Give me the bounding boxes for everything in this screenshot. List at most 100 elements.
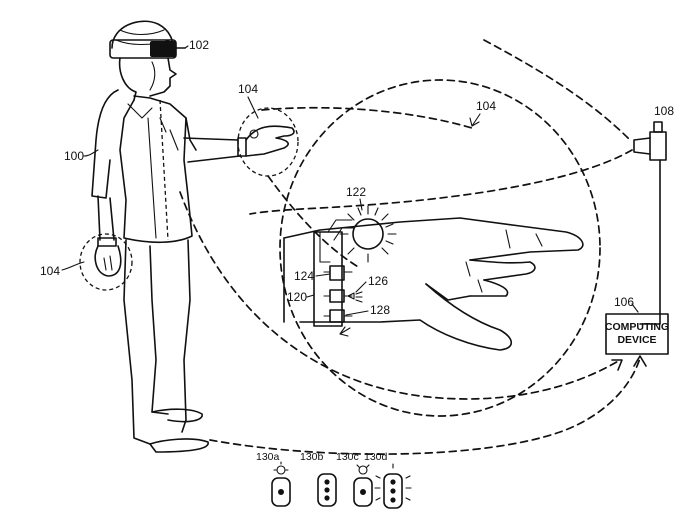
leader-hand-left <box>61 261 85 271</box>
leader-light <box>359 198 363 211</box>
torso-front <box>119 99 193 244</box>
module-124 <box>329 265 345 281</box>
palm-curl <box>425 283 471 301</box>
variant-a-rays <box>273 461 289 471</box>
device-link-arrow <box>633 355 647 367</box>
label-hand-right: 104 <box>238 82 258 96</box>
label-camera: 108 <box>654 104 674 118</box>
back-leg <box>123 239 151 445</box>
variant-c-body <box>353 477 373 507</box>
variant-b-body <box>317 473 337 507</box>
variant-a-body <box>271 477 291 507</box>
camera-view-top <box>483 39 631 141</box>
middle-finger <box>469 259 536 281</box>
hmd-link-arrow <box>611 359 623 371</box>
emitter-rays <box>355 291 363 303</box>
variant-a-dot <box>278 489 284 495</box>
variant-d-dot-2 <box>390 488 396 494</box>
computing-device-line2: DEVICE <box>617 334 656 346</box>
ring-glove <box>249 129 259 139</box>
glove-band <box>313 231 343 327</box>
emitter-126 <box>347 292 355 300</box>
user-figure <box>91 20 295 453</box>
back-arm-sleeve <box>91 89 119 199</box>
variant-b-dot-3 <box>324 495 330 501</box>
front-leg <box>181 239 191 433</box>
hair-back <box>118 57 137 101</box>
label-module-a: 124 <box>294 269 314 283</box>
variant-a-light <box>276 465 286 475</box>
computing-device-line1: COMPUTING <box>605 321 669 333</box>
face-profile <box>149 57 177 97</box>
variant-b-dot-2 <box>324 487 330 493</box>
leader-user <box>83 149 99 157</box>
zoom-connector-top <box>261 106 473 129</box>
ear <box>149 61 156 91</box>
zoom-arrow <box>469 113 481 127</box>
knuckle-lines <box>465 229 543 293</box>
hmd-link <box>179 191 621 400</box>
variant-d-body <box>383 473 403 509</box>
zoom-circle <box>279 79 601 417</box>
back-shoe <box>151 408 203 423</box>
variant-d-dot-3 <box>390 497 396 503</box>
label-module-c: 128 <box>370 303 390 317</box>
variant-c-dot <box>360 489 366 495</box>
leader-glove <box>306 294 315 298</box>
light-rays <box>339 205 397 263</box>
label-zoom: 104 <box>476 99 496 113</box>
inner-leg <box>149 245 169 415</box>
variant-c-rays <box>356 464 370 468</box>
device-link-lower <box>209 357 641 455</box>
camera-cable <box>639 159 661 325</box>
variant-130d <box>374 463 412 509</box>
label-glove: 120 <box>287 290 307 304</box>
leader-module-b <box>355 281 367 293</box>
variant-c-light <box>358 465 368 475</box>
outstretched-arm <box>183 137 241 163</box>
thumb-and-palm <box>299 283 513 351</box>
leader-computing-device <box>631 303 639 313</box>
label-light: 122 <box>346 185 366 199</box>
label-variant-c: 130c <box>336 451 359 463</box>
shirt-placket <box>147 117 157 239</box>
shirt-folds <box>159 117 179 151</box>
label-computing-device: 106 <box>614 295 634 309</box>
label-variant-a: 130a <box>256 451 280 463</box>
label-variant-d: 130d <box>364 451 388 463</box>
leader-hmd <box>184 45 189 49</box>
fingers-left <box>103 255 113 271</box>
collar <box>127 103 153 119</box>
hanging-hand <box>94 245 122 277</box>
hmd-visor <box>150 41 176 57</box>
hand-left-highlight <box>79 233 133 291</box>
label-user: 100 <box>64 149 84 163</box>
shoulder <box>133 95 197 151</box>
index-finger-outline <box>283 217 584 261</box>
hand-right-highlight <box>237 107 299 177</box>
outstretched-hand <box>245 125 295 157</box>
variant-130a <box>271 461 291 507</box>
variant-b-dot-1 <box>324 479 330 485</box>
label-hand-left: 104 <box>40 264 60 278</box>
variant-d-rays <box>374 463 412 501</box>
light-bulb-122 <box>352 218 384 250</box>
glove-pointer-arrow <box>339 326 351 337</box>
camera-108 <box>633 121 667 161</box>
camera-body <box>649 131 667 161</box>
label-module-b: 126 <box>368 274 388 288</box>
magnified-hand <box>283 205 584 351</box>
user-center-hint <box>159 99 169 241</box>
variant-130b <box>317 473 337 507</box>
label-hmd: 102 <box>189 38 209 52</box>
camera-view-bottom <box>249 149 633 215</box>
wrist-band <box>237 137 247 157</box>
front-shoe <box>149 438 209 453</box>
light-wires <box>319 219 355 263</box>
variant-130c <box>353 464 373 507</box>
left-wristband <box>97 237 117 247</box>
leader-module-c <box>345 310 369 316</box>
hanging-forearm <box>97 195 115 241</box>
